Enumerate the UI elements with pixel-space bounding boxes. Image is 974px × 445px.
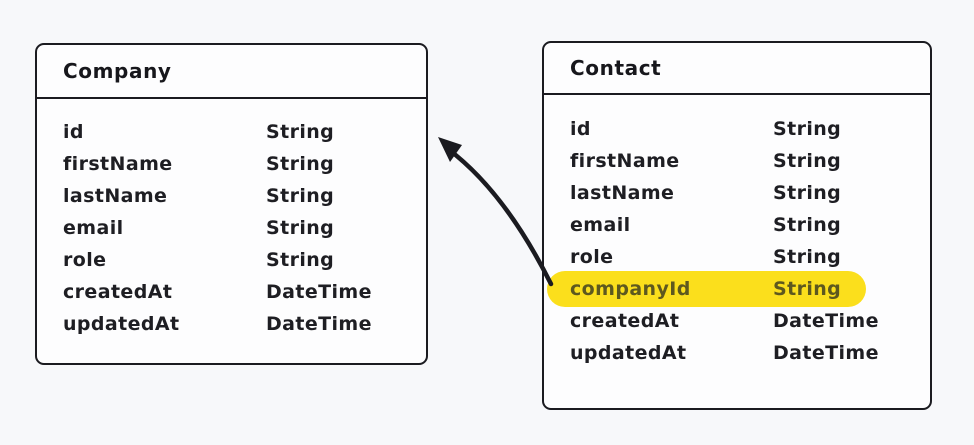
field-row[interactable]: updatedAt DateTime bbox=[63, 308, 426, 340]
relation-arrow-shaft bbox=[445, 146, 554, 287]
field-type: String bbox=[266, 121, 335, 143]
field-name: lastName bbox=[63, 185, 168, 207]
field-type: DateTime bbox=[266, 281, 372, 303]
field-row-highlighted[interactable]: companyId String bbox=[570, 273, 930, 305]
field-type: String bbox=[773, 118, 842, 140]
field-name: firstName bbox=[570, 150, 680, 172]
field-name: createdAt bbox=[63, 281, 173, 303]
field-type: String bbox=[266, 217, 335, 239]
field-row[interactable]: email String bbox=[63, 212, 426, 244]
field-type: String bbox=[773, 182, 842, 204]
field-row[interactable]: firstName String bbox=[570, 145, 930, 177]
field-row[interactable]: createdAt DateTime bbox=[570, 305, 930, 337]
field-type: DateTime bbox=[266, 313, 372, 335]
field-name: updatedAt bbox=[63, 313, 180, 335]
field-name: role bbox=[63, 249, 107, 271]
field-name: role bbox=[570, 246, 614, 268]
field-row[interactable]: role String bbox=[63, 244, 426, 276]
field-type: String bbox=[773, 278, 842, 300]
field-name: email bbox=[570, 214, 631, 236]
field-type: DateTime bbox=[773, 310, 879, 332]
field-row[interactable]: updatedAt DateTime bbox=[570, 337, 930, 369]
field-row[interactable]: lastName String bbox=[63, 180, 426, 212]
field-row[interactable]: id String bbox=[63, 116, 426, 148]
field-name: id bbox=[570, 118, 591, 140]
field-type: DateTime bbox=[773, 342, 879, 364]
table-company-title: Company bbox=[37, 45, 426, 99]
field-type: String bbox=[773, 246, 842, 268]
field-row[interactable]: lastName String bbox=[570, 177, 930, 209]
field-type: String bbox=[266, 185, 335, 207]
field-name: lastName bbox=[570, 182, 675, 204]
relation-arrowhead-icon bbox=[438, 137, 462, 162]
field-type: String bbox=[266, 249, 335, 271]
field-row[interactable]: email String bbox=[570, 209, 930, 241]
field-type: String bbox=[266, 153, 335, 175]
table-contact-title: Contact bbox=[544, 43, 930, 95]
field-name: createdAt bbox=[570, 310, 680, 332]
field-row[interactable]: createdAt DateTime bbox=[63, 276, 426, 308]
field-name: companyId bbox=[570, 278, 691, 300]
field-row[interactable]: firstName String bbox=[63, 148, 426, 180]
field-row[interactable]: id String bbox=[570, 113, 930, 145]
field-type: String bbox=[773, 150, 842, 172]
field-name: firstName bbox=[63, 153, 173, 175]
field-name: updatedAt bbox=[570, 342, 687, 364]
field-name: email bbox=[63, 217, 124, 239]
field-row[interactable]: role String bbox=[570, 241, 930, 273]
field-name: id bbox=[63, 121, 84, 143]
field-type: String bbox=[773, 214, 842, 236]
